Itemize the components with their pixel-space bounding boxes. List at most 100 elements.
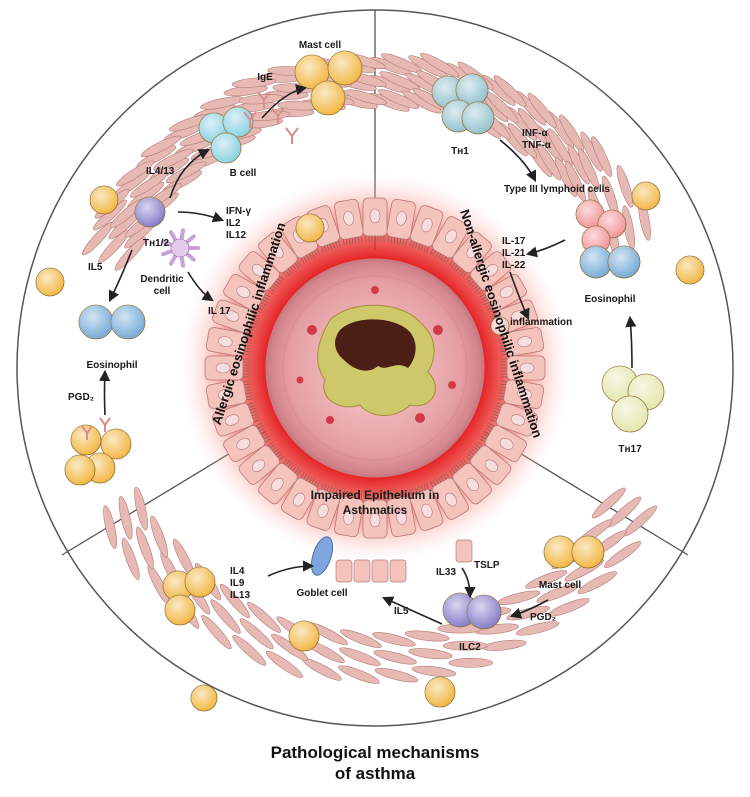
epithelial-cell — [465, 441, 512, 485]
muscle-cell — [493, 75, 527, 108]
muscle-cell — [516, 621, 560, 636]
arrow-th1-to-type3 — [499, 139, 537, 183]
muscle-cell — [231, 77, 277, 88]
label-mast-cell-top: Mast cell — [298, 40, 342, 51]
label-ige: IgE — [257, 72, 273, 83]
epithelial-cell — [258, 458, 302, 505]
arrow-mast-to-ilc2 — [509, 599, 549, 619]
label-b-cell: B cell — [229, 168, 257, 179]
arrow-type3-to-il — [525, 239, 566, 258]
muscle-cell — [420, 52, 459, 77]
mast-cell-bottom-left — [164, 594, 196, 626]
figure-title: Pathological mechanisms of asthma — [270, 743, 480, 783]
th17-cell — [611, 395, 649, 433]
ilc2-cell — [466, 594, 502, 630]
epithelial-cell — [212, 299, 260, 334]
mast-cell-bottom-right — [571, 535, 605, 569]
epithelial-cell — [409, 483, 444, 531]
ige-antibodies — [81, 91, 299, 440]
th12-cell — [134, 196, 166, 228]
type3-lymphoid-cell — [581, 225, 611, 255]
muscle-cell — [153, 148, 194, 171]
label-mast-cell-bottom: Mast cell — [538, 580, 582, 591]
mast-cell-left — [64, 454, 96, 486]
epithelial-cell — [238, 251, 285, 295]
muscle-cell — [338, 647, 381, 666]
epithelial-cell — [465, 251, 512, 295]
b-cell — [222, 106, 254, 138]
muscle-cell — [411, 665, 457, 677]
label-il33: IL33 — [436, 567, 457, 578]
muscle-cell — [344, 89, 387, 105]
muscle-cell — [232, 634, 267, 666]
label-il5-bottom: IL5 — [394, 606, 409, 617]
mast-cell-muscle-right — [631, 181, 661, 211]
muscle-cell — [547, 598, 590, 617]
muscle-cell — [442, 640, 488, 651]
goblet-cell — [310, 536, 334, 576]
epithelial-cell — [212, 402, 260, 437]
label-th17: Tн17 — [618, 444, 642, 455]
label-non-allergic-cytokines: INF-α TNF-α — [522, 128, 551, 151]
label-goblet-cell: Goblet cell — [296, 588, 348, 599]
muscle-cell — [536, 142, 562, 181]
epithelial-cell-bottom — [389, 559, 407, 583]
muscle-cell — [578, 148, 600, 190]
mast-cell-bottom-center — [288, 620, 320, 652]
muscle-cell — [115, 160, 154, 187]
muscle-cell — [165, 161, 207, 184]
muscle-cell — [219, 583, 251, 619]
epithelial-cell-il33 — [455, 539, 473, 563]
mast-cell-muscle-bottom — [424, 676, 456, 708]
muscle-cell — [536, 584, 579, 603]
airway-lumen — [265, 258, 485, 478]
th1-cell — [455, 73, 489, 107]
muscle-cell — [448, 657, 494, 668]
label-pgd2-bottom: PGD₂ — [530, 612, 557, 623]
mast-cell-bottom-right — [543, 535, 577, 569]
b-cell — [210, 132, 242, 164]
muscle-cell — [517, 107, 547, 144]
arrows — [99, 84, 637, 625]
muscle-cell — [103, 505, 118, 549]
mast-cell-left — [100, 428, 132, 460]
inflamed-cell — [490, 316, 510, 336]
epithelial-cell — [362, 197, 388, 242]
epithelial-cell — [448, 458, 492, 505]
muscle-cell — [201, 614, 232, 650]
muscle-cell — [337, 665, 380, 684]
label-il5-left: IL5 — [88, 262, 103, 273]
arrow-th17-to-eosinophil — [625, 315, 637, 369]
epithelial-cell — [386, 198, 416, 246]
epithelial-cell — [258, 231, 302, 278]
label-th12: Tн1/2 — [142, 238, 170, 249]
label-epithelium-il: IL4 IL9 IL13 — [230, 566, 251, 601]
muscle-cell — [577, 571, 618, 594]
muscle-cell — [525, 570, 568, 589]
muscle-cell — [247, 602, 281, 633]
label-type3-lymphoid: Type III lymphoid cells — [504, 184, 610, 195]
epithelial-cell — [334, 490, 364, 538]
muscle-cell — [377, 89, 420, 109]
epithelial-cell — [479, 422, 527, 462]
epithelial-cell — [386, 490, 416, 538]
label-inflammation: inflammation — [510, 317, 573, 328]
mast-cell-muscle-left-2 — [35, 267, 65, 297]
muscle-cell — [118, 496, 133, 540]
epithelial-cell — [281, 472, 321, 520]
epithelial-cell — [497, 327, 545, 357]
epithelial-cell — [204, 355, 249, 381]
muscle-cell — [591, 136, 613, 177]
mast-cell-bottom-left — [184, 566, 216, 598]
muscle-cell — [372, 632, 416, 647]
arrow-mast-to-eosinophil — [99, 369, 111, 416]
mast-cell-top — [294, 54, 330, 90]
mast-cell-muscle-right-2 — [675, 255, 705, 285]
eosinophil-right — [579, 245, 613, 279]
muscle-cell — [404, 630, 450, 642]
label-th1: Tн1 — [451, 146, 469, 157]
dendritic-cell — [161, 228, 200, 268]
muscle-cell — [134, 486, 148, 531]
